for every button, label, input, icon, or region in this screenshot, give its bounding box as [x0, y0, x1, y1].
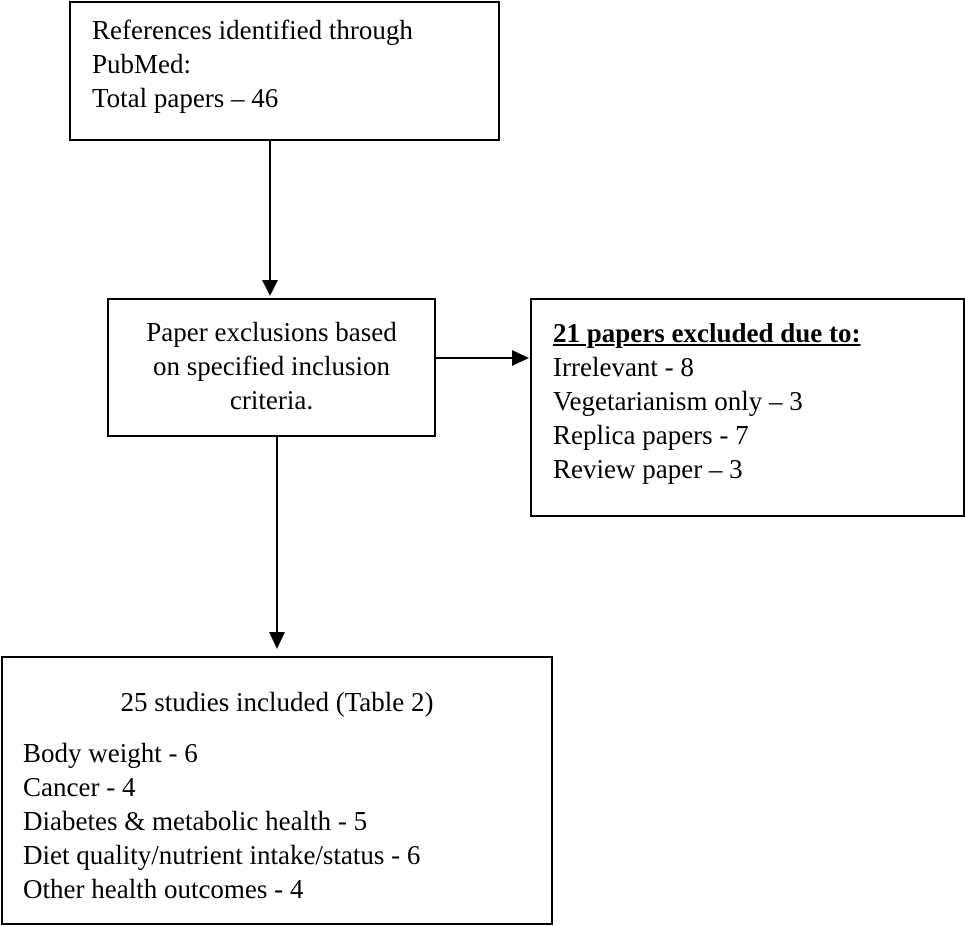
- identified-line-1: References identified through: [92, 15, 413, 45]
- included-item: Diet quality/nutrient intake/status - 6: [23, 840, 421, 870]
- excluded-item: Irrelevant - 8: [553, 352, 694, 382]
- identified-line-2: PubMed:: [92, 49, 192, 79]
- exclusions-line-1: Paper exclusions based: [146, 317, 397, 347]
- included-item: Other health outcomes - 4: [23, 874, 304, 904]
- identified-line-3: Total papers – 46: [92, 83, 279, 113]
- exclusions-line-3: criteria.: [229, 385, 314, 415]
- excluded-heading: 21 papers excluded due to:: [553, 318, 861, 348]
- excluded-item: Replica papers - 7: [553, 420, 749, 450]
- arrow-identified-to-exclusions: [262, 141, 278, 296]
- included-item: Cancer - 4: [23, 772, 136, 802]
- exclusions-box: Paper exclusions based on specified incl…: [107, 298, 436, 437]
- included-item: Body weight - 6: [23, 738, 198, 768]
- included-title: 25 studies included (Table 2): [120, 687, 434, 717]
- identified-box: References identified through PubMed: To…: [69, 1, 500, 141]
- excluded-item: Vegetarianism only – 3: [553, 386, 803, 416]
- excluded-box: 21 papers excluded due to: Irrelevant - …: [530, 298, 965, 517]
- included-item: Diabetes & metabolic health - 5: [23, 806, 368, 836]
- included-box: 25 studies included (Table 2) Body weigh…: [1, 656, 553, 925]
- exclusions-line-2: on specified inclusion: [153, 351, 390, 381]
- arrow-exclusions-to-included: [269, 437, 285, 649]
- excluded-item: Review paper – 3: [553, 454, 743, 484]
